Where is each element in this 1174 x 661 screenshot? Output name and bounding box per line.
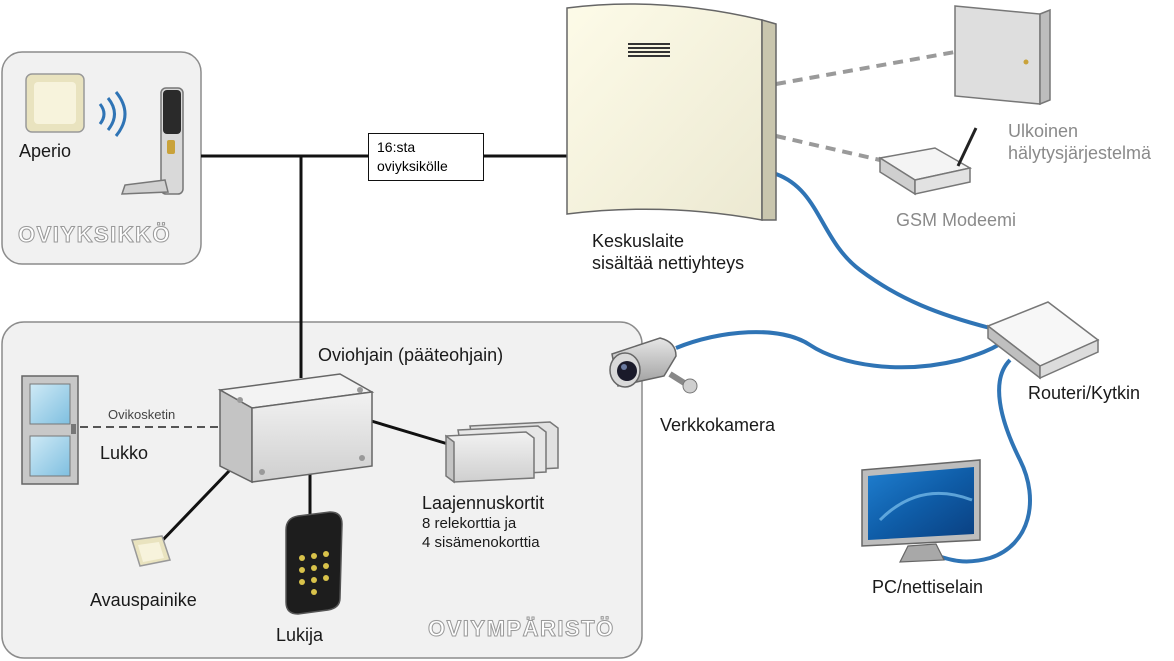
door-count-box: 16:sta oviyksikölle bbox=[368, 133, 484, 181]
oviymparisto-section-title: OVIYMPÄRISTÖ bbox=[428, 616, 615, 642]
door-handle-icon bbox=[120, 87, 184, 195]
gsm-modem-icon bbox=[877, 127, 978, 196]
expansion-cards-icon bbox=[445, 421, 559, 484]
aperio-reader-icon bbox=[25, 73, 127, 137]
laajennus-line2: 4 sisämenokorttia bbox=[422, 534, 540, 551]
central-unit-icon bbox=[566, 3, 777, 221]
laajennus-title: Laajennuskortit bbox=[422, 493, 545, 513]
laajennus-line1: 8 relekorttia ja bbox=[422, 515, 517, 532]
gsm-label: GSM Modeemi bbox=[896, 210, 1017, 230]
door-count-line2: oviyksikölle bbox=[377, 158, 448, 174]
exit-button-icon bbox=[131, 535, 171, 567]
keypad-reader-icon bbox=[285, 511, 343, 615]
keskuslaite-line2: sisältää nettiyhteys bbox=[592, 253, 745, 273]
lukko-label: Lukko bbox=[100, 443, 149, 463]
avauspainike-label: Avauspainike bbox=[90, 590, 197, 610]
door-icon bbox=[21, 375, 79, 485]
routeri-label: Routeri/Kytkin bbox=[1028, 383, 1141, 403]
keskuslaite-label: Keskuslaite sisältää nettiyhteys bbox=[592, 230, 744, 274]
oviyksikko-section-title: OVIYKSIKKÖ bbox=[17, 222, 172, 248]
network-camera-icon bbox=[609, 337, 698, 394]
router-icon bbox=[986, 301, 1100, 380]
aperio-label: Aperio bbox=[19, 141, 72, 161]
network-cables bbox=[675, 172, 1032, 564]
monitor-icon bbox=[861, 459, 981, 563]
oviymparisto-panel bbox=[1, 321, 643, 659]
ulkoinen-line1: Ulkoinen bbox=[1008, 121, 1079, 141]
verkkokamera-label: Verkkokamera bbox=[660, 415, 776, 435]
oviohjain-label: Oviohjain (pääteohjain) bbox=[318, 345, 504, 365]
keskuslaite-line1: Keskuslaite bbox=[592, 231, 685, 251]
wiring bbox=[156, 154, 575, 547]
pc-label: PC/nettiselain bbox=[872, 577, 984, 597]
door-count-line1: 16:sta bbox=[377, 139, 416, 155]
lukija-label: Lukija bbox=[276, 625, 324, 645]
door-controller-icon bbox=[217, 373, 375, 484]
ulkoinen-label: Ulkoinen hälytysjärjestelmä bbox=[1008, 120, 1151, 164]
alarm-box-icon bbox=[954, 5, 1051, 106]
dashed-links bbox=[775, 50, 956, 162]
ulkoinen-line2: hälytysjärjestelmä bbox=[1008, 143, 1152, 163]
laajennus-label: Laajennuskortit 8 relekorttia ja 4 sisäm… bbox=[422, 492, 544, 552]
ovikosketin-label: Ovikosketin bbox=[108, 407, 176, 422]
